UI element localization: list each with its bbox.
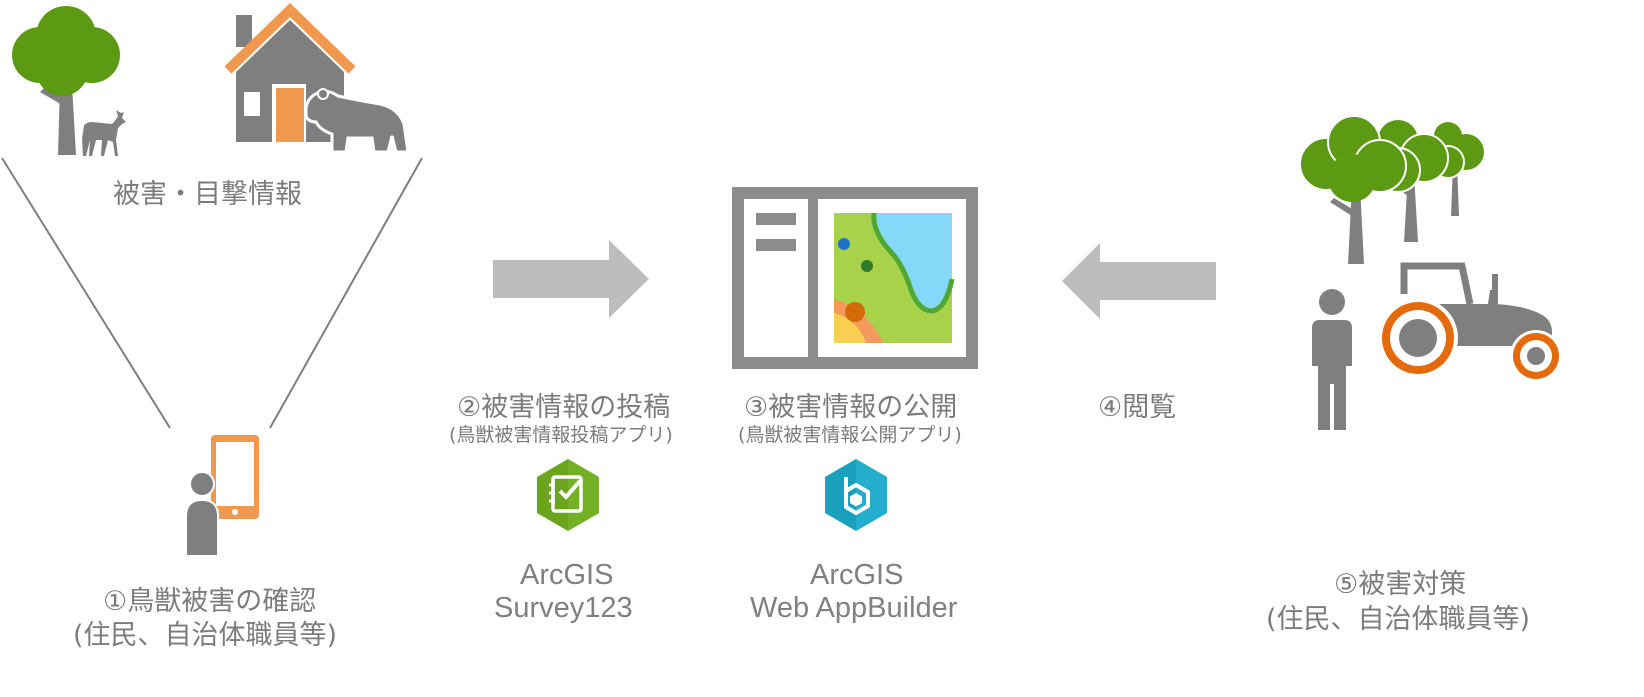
survey-app-name-line1: ArcGIS <box>520 559 614 591</box>
step5-label-line1: ⑤被害対策 <box>1334 569 1467 600</box>
person-with-phone-icon <box>185 435 259 557</box>
wab-app-name-line1: ArcGIS <box>810 559 904 591</box>
step3-title: ③被害情報の公開 <box>744 392 958 423</box>
step2-subtitle: (鳥獣被害情報投稿アプリ) <box>449 424 673 446</box>
wab-app-name-line2: Web AppBuilder <box>750 592 958 624</box>
survey-app-name-line2: Survey123 <box>494 592 633 624</box>
sighting-label: 被害・目撃情報 <box>113 179 302 210</box>
funnel-lines <box>1 157 423 429</box>
step1-label-line1: ①鳥獣被害の確認 <box>103 586 317 617</box>
arrow-right-icon <box>493 240 649 318</box>
forest-trees-icon <box>1299 115 1484 264</box>
step3-subtitle: (鳥獣被害情報公開アプリ) <box>738 424 962 446</box>
step2-title: ②被害情報の投稿 <box>457 392 671 423</box>
arrow-left-icon <box>1062 243 1216 319</box>
step1-label-line2: (住民、自治体職員等) <box>73 620 338 651</box>
step5-label-line2: (住民、自治体職員等) <box>1266 604 1531 635</box>
tractor-icon <box>1378 262 1562 382</box>
standing-person-icon <box>1312 289 1352 430</box>
web-appbuilder-logo-icon <box>825 459 887 531</box>
step4-title: ④閲覧 <box>1098 392 1177 423</box>
tree-with-deer-icon <box>12 6 126 156</box>
map-application-icon <box>732 187 978 369</box>
survey123-logo-icon <box>537 459 599 531</box>
house-with-bear-icon <box>224 3 410 154</box>
